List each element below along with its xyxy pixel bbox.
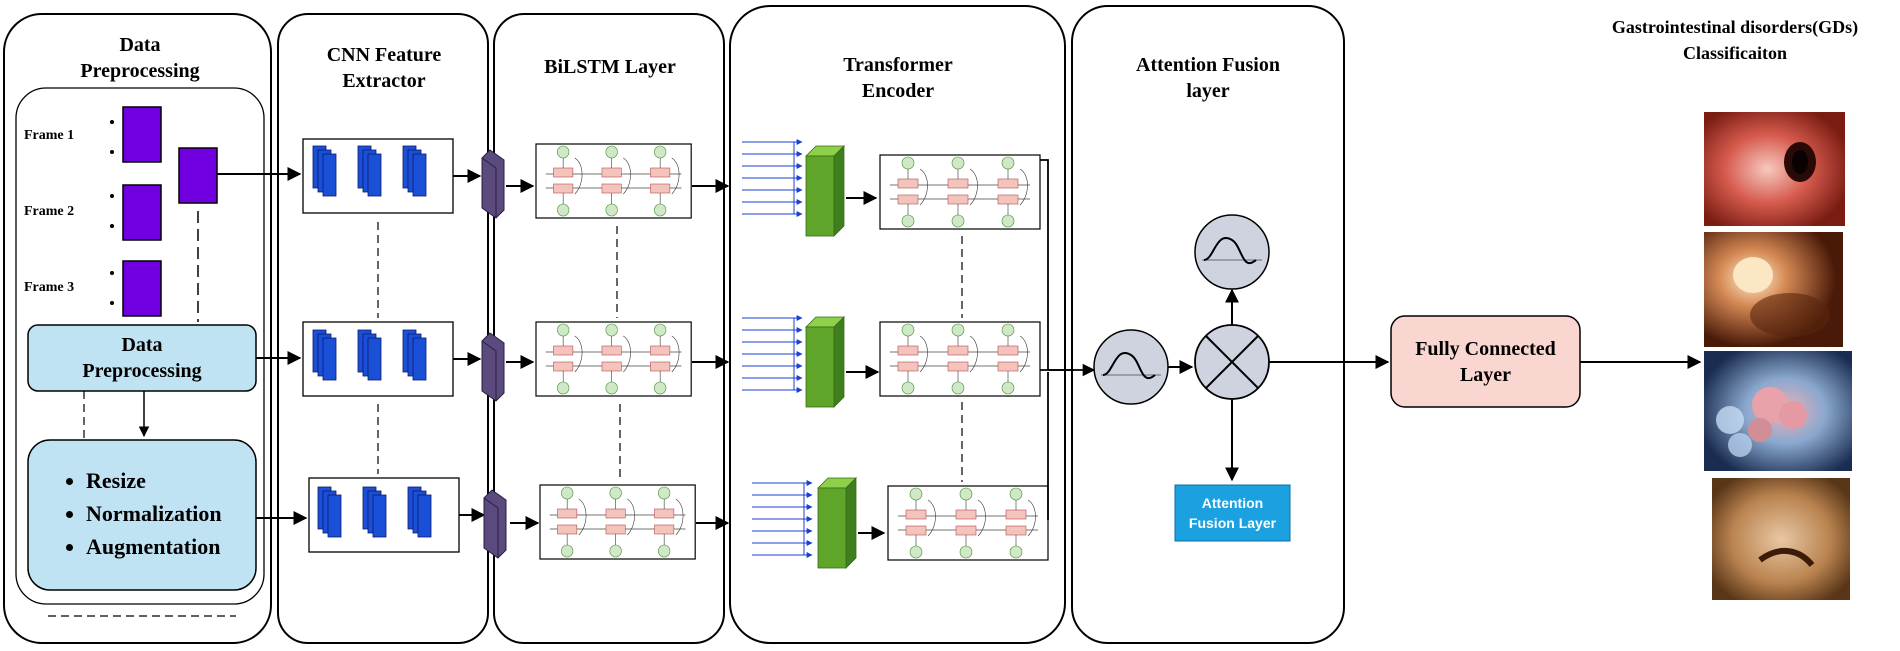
bilstm-cell-3 (539, 484, 696, 560)
title-transformer: Transformer Encoder (843, 54, 953, 102)
frame-2-image (122, 184, 162, 241)
panel-attention (1071, 5, 1345, 644)
sine-circle-output (1194, 214, 1270, 290)
augmentation-box (27, 439, 257, 591)
frame-stack (110, 106, 218, 322)
frame-3-image (122, 260, 162, 317)
list-item: Resize (86, 464, 254, 497)
cnn-block-3 (308, 477, 460, 553)
panel-data-preprocessing (3, 13, 272, 644)
encoder-block-3 (817, 477, 857, 569)
panel-cnn (277, 13, 489, 644)
encoder-block-1 (805, 145, 845, 237)
cnn-block-1 (302, 138, 454, 214)
panel-transformer (729, 5, 1066, 644)
input-arrows-2 (742, 318, 802, 390)
endoscopy-image-3 (1704, 351, 1852, 471)
pool-3 (483, 489, 507, 559)
multiply-node (1194, 324, 1270, 400)
encoder-block-2 (805, 316, 845, 408)
pool-1 (481, 149, 505, 219)
input-arrows-3 (752, 483, 812, 555)
input-arrows-1 (742, 142, 802, 214)
frame-3-label: Frame 3 (24, 280, 75, 295)
transformer-cell-2 (879, 321, 1041, 397)
transformer-cell-3 (887, 485, 1049, 561)
list-item: Normalization (86, 497, 254, 530)
output-title: Gastrointestinal disorders(GDs) Classifi… (1611, 17, 1859, 63)
preprocessing-box-label: Data Preprocessing (82, 334, 202, 382)
frame-1-label: Frame 1 (24, 128, 75, 143)
fully-connected-label: Fully Connected Layer (1415, 338, 1556, 386)
panel-data-preprocessing-inner (15, 87, 265, 605)
bilstm-cell-2 (535, 321, 692, 397)
endoscopy-image-1 (1704, 112, 1845, 226)
title-cnn: CNN Feature Extractor (326, 44, 442, 92)
sine-circle-input (1093, 329, 1169, 405)
title-attention: Attention Fusion layer (1136, 54, 1280, 102)
merged-frame (178, 147, 218, 204)
cnn-block-2 (302, 321, 454, 397)
frame-1-image (122, 106, 162, 163)
attention-fusion-box (1174, 484, 1291, 542)
title-bilstm: BiLSTM Layer (544, 56, 676, 78)
title-data-preprocessing: Data Preprocessing (80, 34, 200, 82)
frame-2-label: Frame 2 (24, 204, 75, 219)
augmentation-list: Resize Normalization Augmentation (64, 464, 254, 563)
list-item: Augmentation (86, 530, 254, 563)
attention-fusion-label: Attention Fusion Layer (1188, 495, 1277, 531)
panel-bilstm (493, 13, 725, 644)
bilstm-cell-1 (535, 143, 692, 219)
pool-2 (481, 332, 505, 402)
transformer-cell-1 (879, 154, 1041, 230)
endoscopy-image-4 (1712, 478, 1850, 600)
endoscopy-image-2 (1704, 232, 1843, 347)
